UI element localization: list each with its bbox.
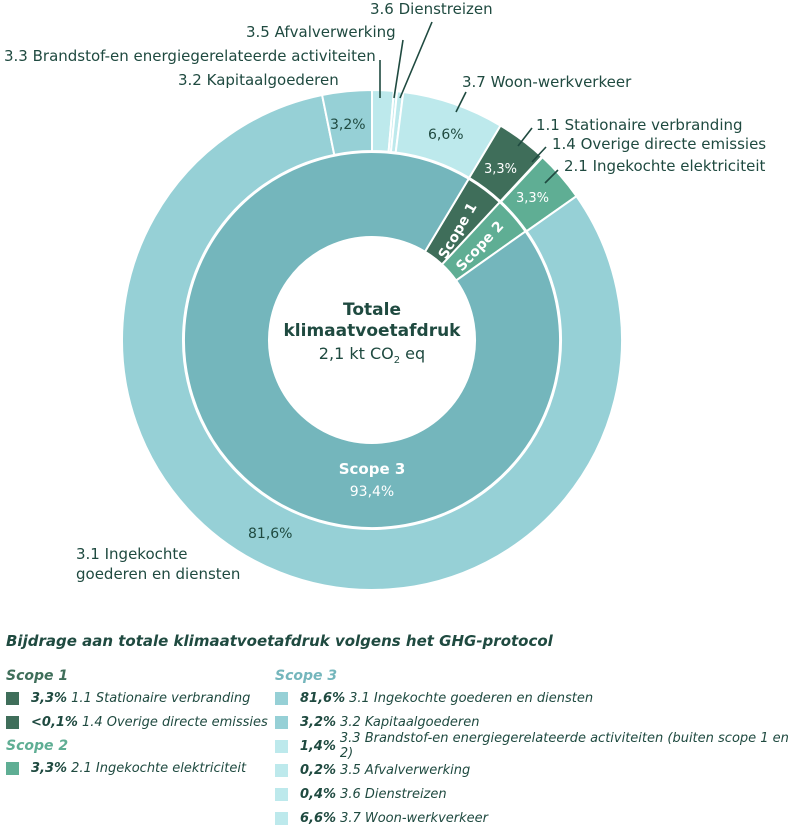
label-3-7-value: 6,6% [428, 127, 464, 143]
label-1-1-value: 3,3% [484, 162, 518, 177]
legend-label: 3.2 Kapitaalgoederen [340, 714, 480, 730]
legend-pct: 1,4% [299, 738, 336, 754]
inner-ring [183, 151, 561, 529]
leader-2-1 [544, 169, 559, 184]
legend-label: 3.7 Woon-werkverkeer [340, 810, 488, 826]
callout-1-4: 1.4 Overige directe emissies [552, 135, 767, 153]
legend-swatch [275, 739, 288, 753]
legend-group-title: Scope 3 [275, 668, 338, 684]
label-3-1-value: 81,6% [248, 526, 293, 542]
inner-slice-2 [183, 151, 561, 529]
callout-3-6: 3.6 Dienstreizen [370, 0, 493, 18]
legend-pct: 3,3% [31, 690, 68, 706]
legend-pct: 3,2% [300, 714, 337, 730]
legend-item: 6,6%3.7 Woon-werkverkeer [275, 810, 800, 826]
callout-2-1: 2.1 Ingekochte elektriciteit [564, 157, 766, 175]
legend-pct: 81,6% [300, 690, 346, 706]
legend-label: 1.4 Overige directe emissies [81, 714, 268, 730]
legend-label: 3.5 Afvalverwerking [340, 762, 471, 778]
legend-group-title: Scope 1 [6, 668, 69, 684]
legend-title: Bijdrage aan totale klimaatvoetafdruk vo… [6, 632, 553, 650]
legend-item: 3,3%2.1 Ingekochte elektriciteit [6, 760, 268, 776]
callout-3-7: 3.7 Woon-werkverkeer [462, 73, 632, 91]
legend-item: 81,6%3.1 Ingekochte goederen en diensten [275, 690, 800, 706]
legend-pct: 6,6% [300, 810, 337, 826]
center-value: 2,1 kt CO2 eq [318, 344, 426, 367]
callout-3-1a: 3.1 Ingekochte [76, 545, 188, 563]
legend-swatch [6, 715, 19, 729]
legend-item: 0,4%3.6 Dienstreizen [275, 786, 800, 802]
legend-swatch [6, 691, 19, 705]
legend-label: 1.1 Stationaire verbranding [71, 690, 251, 706]
donut-chart: Scope 1 Scope 2 [121, 21, 623, 591]
legend-item: 0,2%3.5 Afvalverwerking [275, 762, 800, 778]
legend-swatch [275, 715, 288, 729]
label-2-1-value: 3,3% [516, 191, 550, 206]
callout-1-1: 1.1 Stationaire verbranding [536, 116, 743, 134]
legend-group-title: Scope 2 [6, 738, 69, 754]
legend-label: 3.1 Ingekochte goederen en diensten [349, 690, 594, 706]
leader-3-7 [455, 91, 467, 113]
legend-swatch [6, 761, 19, 775]
leader-1-1 [517, 127, 533, 147]
legend-col-2: Scope 3 81,6%3.1 Ingekochte goederen en d… [275, 668, 800, 834]
leader-3-5 [393, 39, 404, 99]
legend-pct: 0,4% [300, 786, 337, 802]
legend-label: 2.1 Ingekochte elektriciteit [71, 760, 247, 776]
callout-3-5: 3.5 Afvalverwerking [246, 23, 396, 41]
legend-pct: <0,1% [31, 714, 78, 730]
legend-swatch [275, 691, 288, 705]
legend-item: <0,1%1.4 Overige directe emissies [6, 714, 268, 730]
leader-lines [379, 21, 559, 184]
label-3-2-value: 3,2% [330, 117, 366, 133]
legend-item: 3,3%1.1 Stationaire verbranding [6, 690, 268, 706]
callout-3-3: 3.3 Brandstof-en energiegerelateerde act… [4, 47, 376, 65]
leader-3-6 [399, 21, 433, 99]
callout-3-1b: goederen en diensten [76, 565, 241, 583]
legend-swatch [275, 787, 288, 801]
scope-3-label: Scope 3 [338, 460, 406, 478]
legend-pct: 3,3% [31, 760, 68, 776]
callout-3-2: 3.2 Kapitaalgoederen [178, 71, 339, 89]
legend-item: 1,4%3.3 Brandstof-en energiegerelateerde… [275, 731, 800, 761]
legend-pct: 0,2% [300, 762, 337, 778]
legend-label: 3.3 Brandstof-en energiegerelateerde act… [339, 731, 789, 761]
legend-item: 3,2%3.2 Kapitaalgoederen [275, 714, 800, 730]
center-title: Totale klimaatvoetafdruk [283, 300, 461, 341]
leader-1-4 [531, 146, 547, 163]
scope-3-value: 93,4% [349, 484, 395, 500]
legend-label: 3.6 Dienstreizen [340, 786, 447, 802]
legend-swatch [275, 763, 288, 777]
legend-swatch [275, 811, 288, 825]
